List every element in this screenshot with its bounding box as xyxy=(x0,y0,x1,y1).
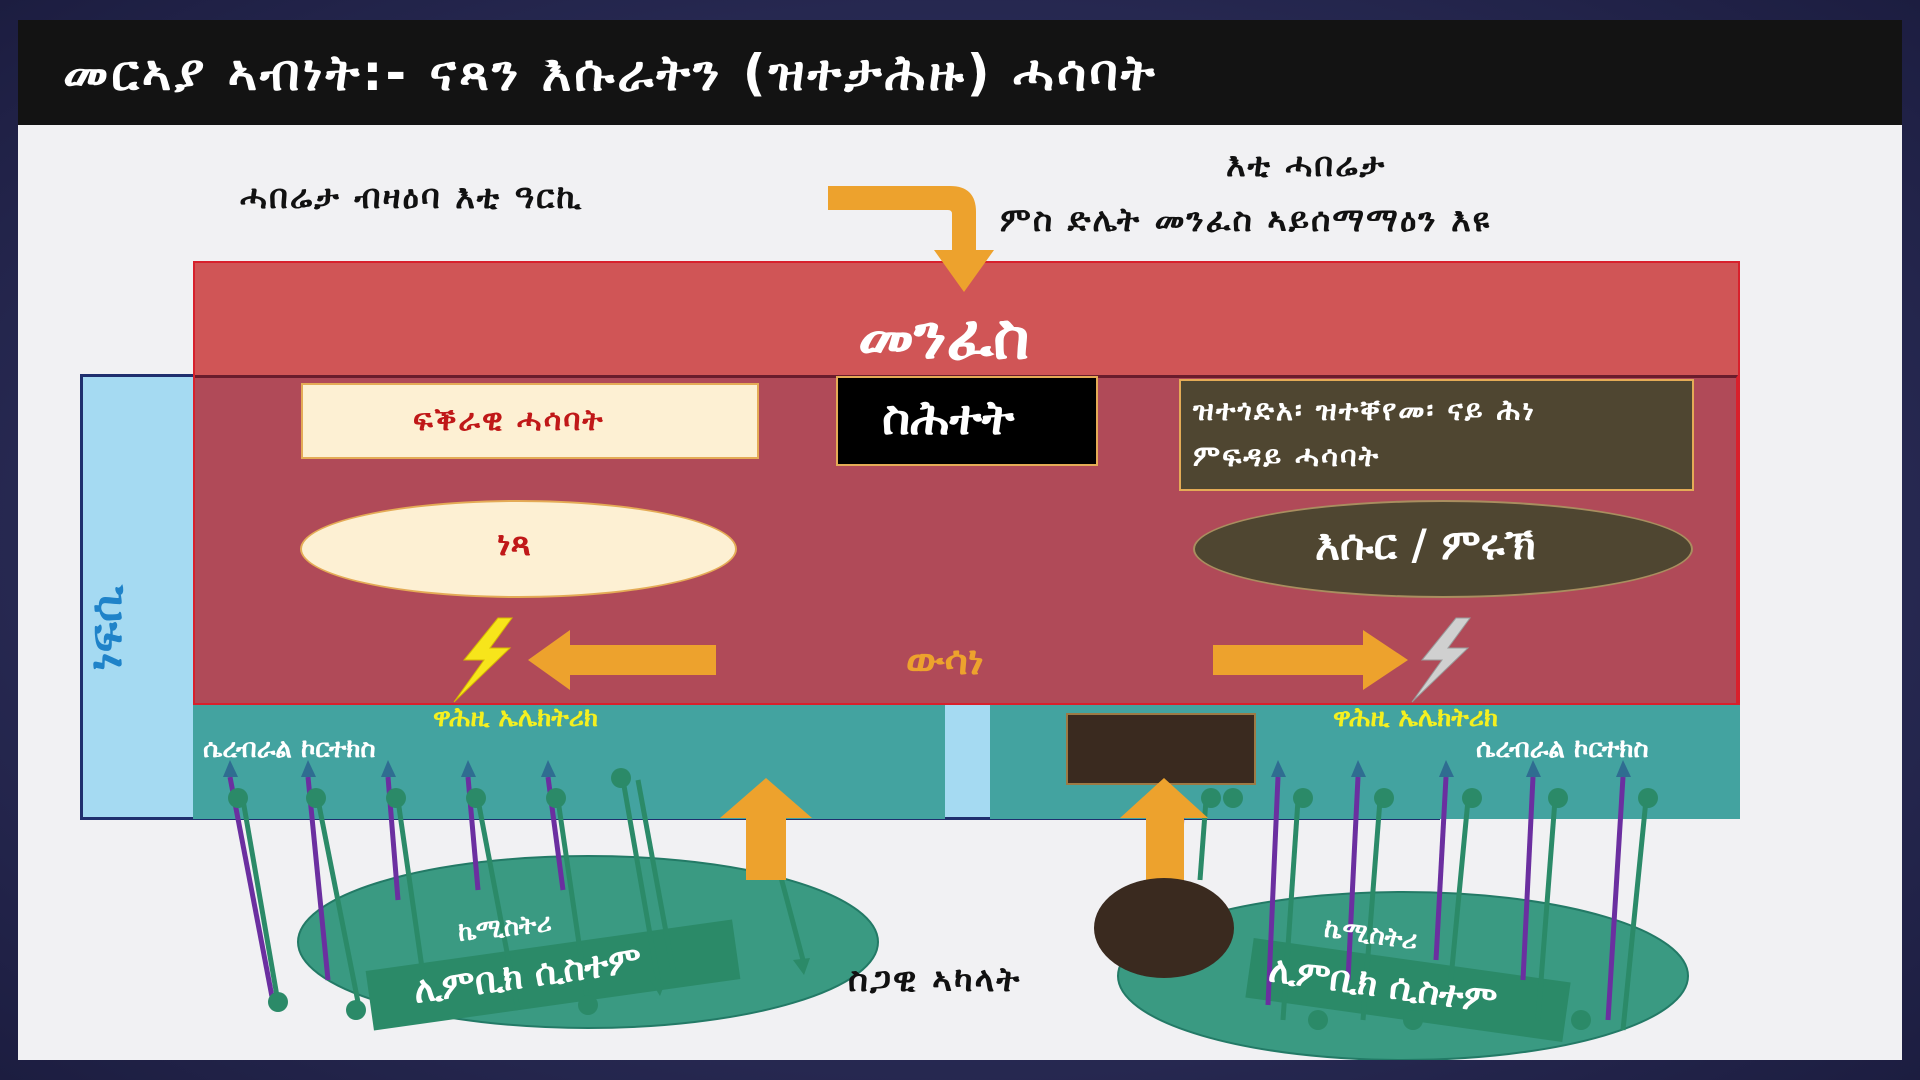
top-right-note-line2: ምስ ድሌት መንፈስ ኣይሰማማዕን እዩ xyxy=(1000,200,1492,239)
physical-body-label: ስጋዊ ኣካላት xyxy=(848,960,1022,1000)
negative-thoughts-box: ዝተጎድአ፡ ዝተቐየመ፡ ናይ ሕነ ምፍዳይ ሓሳባት xyxy=(1179,379,1694,491)
slide: መርኣያ ኣብነት:- ናጻን እሱራትን (ዝተታሕዙ) ሓሳባት ሓበሬታ … xyxy=(18,20,1902,1060)
cerebral-cortex-left: ሴረብራል ኮርተክስ xyxy=(203,734,376,764)
title-bar: መርኣያ ኣብነት:- ናጻን እሱራትን (ዝተታሕዙ) ሓሳባት xyxy=(18,20,1902,125)
incoming-info-arrow xyxy=(828,186,994,292)
free-ellipse: ነጻ xyxy=(300,500,737,598)
electric-current-right: ዋሕዚ ኤሌክትሪክ xyxy=(1333,703,1499,733)
negative-thoughts-line1: ዝተጎድአ፡ ዝተቐየመ፡ ናይ ሕነ xyxy=(1193,393,1536,427)
spirit-label: መንፈስ xyxy=(858,300,1030,373)
limbic-inner-right xyxy=(1245,938,1571,1042)
cerebral-cortex-right: ሴረብራል ኮርተክስ xyxy=(1476,734,1649,764)
cortex-band-right-ext xyxy=(1440,705,1740,819)
dark-blob xyxy=(1094,878,1234,978)
bound-label: እሱር / ምሩኽ xyxy=(1315,520,1536,569)
neural-paths-right xyxy=(1175,760,1658,1031)
top-left-note: ሓበሬታ ብዛዕባ እቲ ዓርኪ xyxy=(240,177,584,216)
up-arrow-left xyxy=(720,778,812,880)
positive-thoughts-label: ፍቕራዊ ሓሳባት xyxy=(413,403,605,438)
decision-label: ውሳነ xyxy=(906,638,984,684)
limbic-inner-left xyxy=(365,919,741,1031)
up-arrow-right xyxy=(1120,778,1208,882)
slide-title: መርኣያ ኣብነት:- ናጻን እሱራትን (ዝተታሕዙ) ሓሳባት xyxy=(63,44,1158,102)
feeling-box: ስሕተት xyxy=(836,376,1098,466)
positive-thoughts-box: ፍቕራዊ ሓሳባት xyxy=(301,383,759,459)
lightning-yellow-icon xyxy=(453,617,513,703)
electric-current-left: ዋሕዚ ኤሌክትሪክ xyxy=(433,703,599,733)
decision-arrow-left xyxy=(528,630,716,690)
negative-thoughts-line2: ምፍዳይ ሓሳባት xyxy=(1193,439,1381,473)
feeling-label: ስሕተት xyxy=(882,390,1015,446)
free-label: ነጻ xyxy=(497,524,531,564)
decision-arrow-right xyxy=(1213,630,1408,690)
bound-ellipse: እሱር / ምሩኽ xyxy=(1193,500,1693,598)
blocked-pathway-block xyxy=(1066,713,1256,785)
lightning-grey-icon xyxy=(1411,617,1471,703)
top-right-note-line1: እቲ ሓበሬታ xyxy=(1226,145,1387,184)
diagram-graphics xyxy=(223,186,1689,1060)
